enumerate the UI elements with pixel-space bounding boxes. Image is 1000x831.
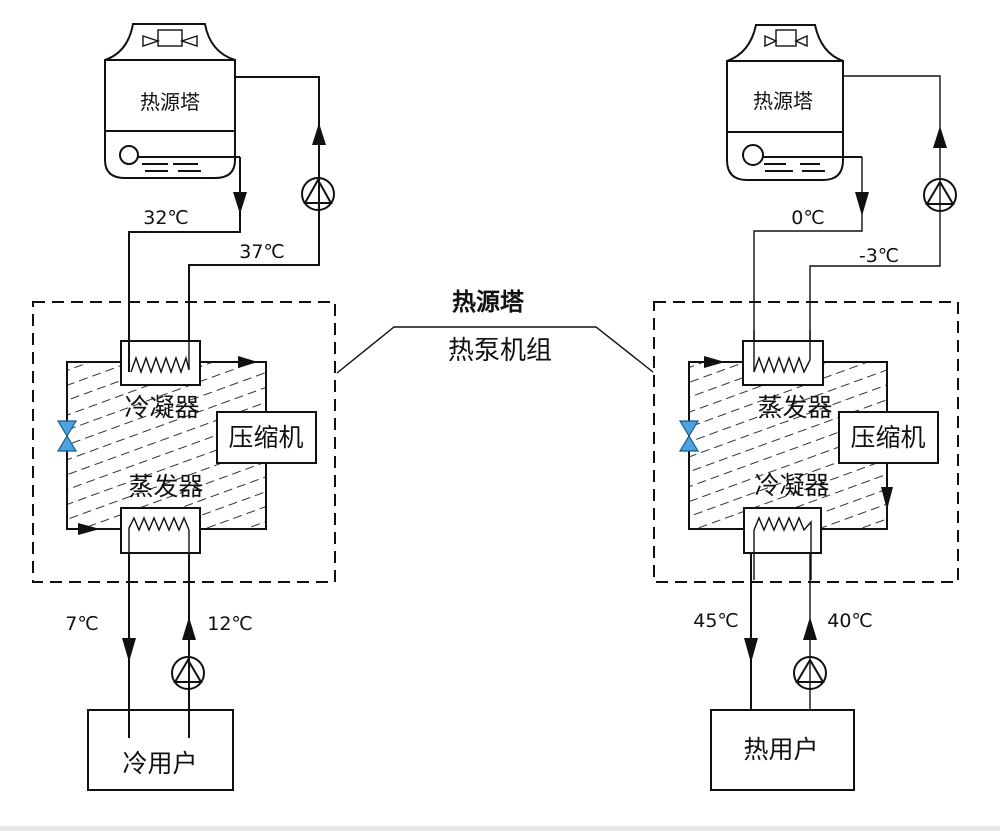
refrigerant-arrow-icon	[881, 487, 893, 510]
right-system: 热源塔 0℃ -3℃ 蒸发器 冷凝器 压缩机	[653, 24, 959, 791]
right-tower-pump-icon	[923, 178, 957, 212]
cooling-user-label: 冷用户	[122, 749, 197, 778]
flow-arrow-up-icon	[182, 617, 196, 640]
flow-arrow-up-icon	[933, 126, 947, 148]
right-heat-source-tower: 热源塔	[726, 24, 862, 181]
refrigerant-arrow-icon	[704, 356, 725, 368]
right-condenser	[743, 507, 822, 554]
refrigerant-arrow-icon	[78, 523, 100, 535]
left-bottom-exchanger-label: 蒸发器	[128, 472, 203, 501]
left-user-pump-icon	[171, 656, 205, 690]
left-condenser	[120, 340, 201, 386]
right-compressor	[838, 411, 939, 464]
left-top-exchanger-label: 冷凝器	[124, 393, 199, 422]
left-expansion-valve-icon	[56, 420, 78, 452]
left-evaporator	[120, 507, 201, 554]
center-label-line2: 热泵机组	[448, 336, 552, 366]
left-compressor	[216, 411, 317, 464]
right-heat-pump-unit-boundary	[653, 301, 959, 583]
left-tower-label: 热源塔	[140, 90, 200, 114]
center-label-line1: 热源塔	[452, 288, 525, 316]
refrigerant-arrow-icon	[238, 356, 258, 368]
flow-arrow-down-icon	[122, 638, 136, 662]
heating-user-box	[710, 709, 855, 791]
fan-icon	[764, 29, 808, 48]
left-heat-source-tower: 热源塔	[104, 23, 240, 179]
right-user-return-temp: 40℃	[827, 610, 873, 632]
right-expansion-valve-icon	[678, 420, 700, 452]
right-user-supply-temp: 45℃	[693, 610, 739, 632]
left-return-temp: 37℃	[239, 241, 285, 263]
center-label-group: 热源塔 热泵机组	[336, 288, 654, 374]
right-supply-temp: 0℃	[791, 207, 824, 229]
right-user-pump-icon	[793, 656, 827, 690]
right-evaporator	[742, 340, 824, 386]
right-tower-label: 热源塔	[753, 89, 813, 113]
right-top-exchanger-label: 蒸发器	[757, 393, 832, 422]
left-tower-pump-icon	[301, 177, 335, 211]
flow-arrow-down-icon	[233, 192, 247, 214]
left-user-return-temp: 12℃	[207, 613, 253, 635]
fan-icon	[142, 29, 198, 47]
flow-arrow-down-icon	[744, 638, 758, 663]
left-compressor-label: 压缩机	[228, 423, 303, 452]
left-supply-temp: 32℃	[143, 207, 189, 229]
left-user-supply-temp: 7℃	[65, 613, 98, 635]
heating-user-label: 热用户	[743, 735, 818, 764]
right-compressor-label: 压缩机	[850, 423, 925, 452]
left-heat-pump-unit-boundary	[32, 301, 336, 583]
flow-arrow-down-icon	[855, 192, 869, 216]
cooling-user-box	[87, 709, 234, 791]
right-return-temp: -3℃	[859, 245, 899, 267]
flow-arrow-up-icon	[312, 123, 326, 145]
left-system: 热源塔 32℃ 37℃ 冷凝器 蒸发器 压缩机	[32, 23, 336, 791]
bottom-divider	[0, 826, 1000, 831]
flow-arrow-up-icon	[803, 617, 817, 640]
right-bottom-exchanger-label: 冷凝器	[754, 471, 829, 500]
